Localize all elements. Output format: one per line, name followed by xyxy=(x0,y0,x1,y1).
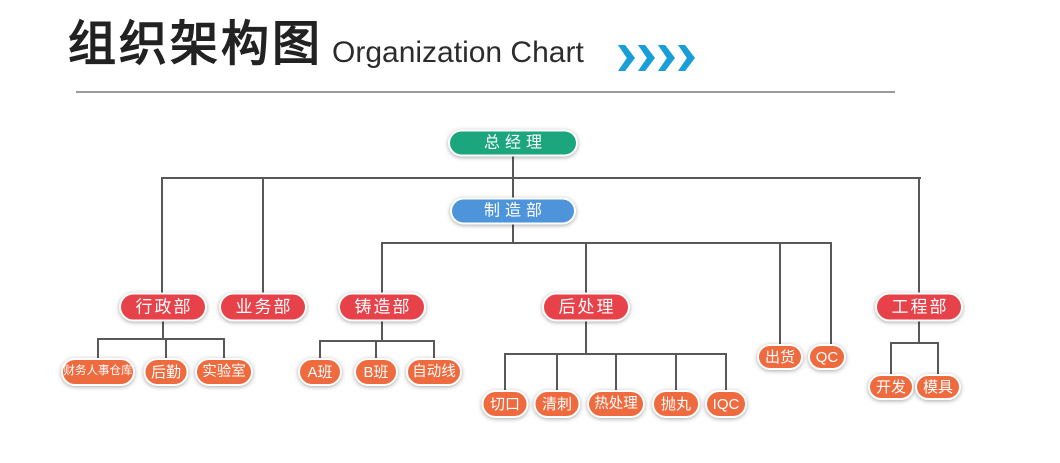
connector-line xyxy=(262,177,264,308)
node-qc: QC xyxy=(808,344,846,370)
chevron-arrows-icon xyxy=(618,45,695,71)
connector-line xyxy=(161,177,163,308)
connector-line xyxy=(556,353,558,405)
node-business-dept: 业务部 xyxy=(219,292,307,322)
node-casting-dept: 铸造部 xyxy=(338,292,426,322)
node-shot-blasting: 抛丸 xyxy=(652,390,700,418)
connector-line xyxy=(381,242,383,308)
connector-line xyxy=(918,306,920,344)
node-cutting: 切口 xyxy=(481,390,529,418)
node-logistics: 后勤 xyxy=(143,358,189,386)
connector-line xyxy=(615,353,617,405)
connector-line xyxy=(375,340,377,373)
node-post-processing-dept: 后处理 xyxy=(542,292,630,322)
node-laboratory: 实验室 xyxy=(195,358,253,386)
connector-line xyxy=(512,210,514,244)
connector-line xyxy=(512,142,514,179)
connector-line xyxy=(381,306,383,342)
connector-line xyxy=(585,242,587,308)
connector-line xyxy=(585,306,587,355)
node-shipping: 出货 xyxy=(757,344,803,370)
header-divider xyxy=(76,91,895,93)
node-mold: 模具 xyxy=(915,374,961,400)
page-title-chinese: 组织架构图 xyxy=(68,18,324,71)
connector-line xyxy=(830,242,832,356)
connector-line xyxy=(779,242,781,358)
connector-line xyxy=(433,340,435,373)
node-shift-b: B班 xyxy=(354,358,398,386)
connector-line xyxy=(161,177,921,179)
connector-line xyxy=(725,353,727,405)
connector-line xyxy=(97,338,99,373)
connector-line xyxy=(890,342,892,388)
connector-line xyxy=(512,177,514,212)
node-deburring: 清刺 xyxy=(533,390,581,418)
node-shift-a: A班 xyxy=(298,358,342,386)
connector-line xyxy=(165,338,167,373)
node-general-manager: 总经理 xyxy=(448,129,578,157)
connector-line xyxy=(918,177,920,308)
connector-line xyxy=(319,340,435,342)
connector-line xyxy=(504,353,506,405)
connector-line xyxy=(381,242,832,244)
connector-line xyxy=(223,338,225,373)
node-manufacturing-dept: 制造部 xyxy=(450,197,576,225)
node-automatic-line: 自动线 xyxy=(406,358,462,386)
page-title-english: Organization Chart xyxy=(332,36,584,69)
node-finance-hr-warehouse: 财务人事仓库 xyxy=(61,358,135,386)
connector-line xyxy=(890,342,939,344)
node-engineering-dept: 工程部 xyxy=(875,292,963,322)
connector-line xyxy=(319,340,321,373)
connector-line xyxy=(162,306,164,340)
connector-line xyxy=(675,353,677,405)
node-heat-treatment: 热处理 xyxy=(587,390,645,418)
node-development: 开发 xyxy=(868,374,914,400)
node-admin-dept: 行政部 xyxy=(119,292,207,322)
connector-line xyxy=(937,342,939,388)
connector-line xyxy=(97,338,225,340)
node-iqc: IQC xyxy=(705,390,747,418)
